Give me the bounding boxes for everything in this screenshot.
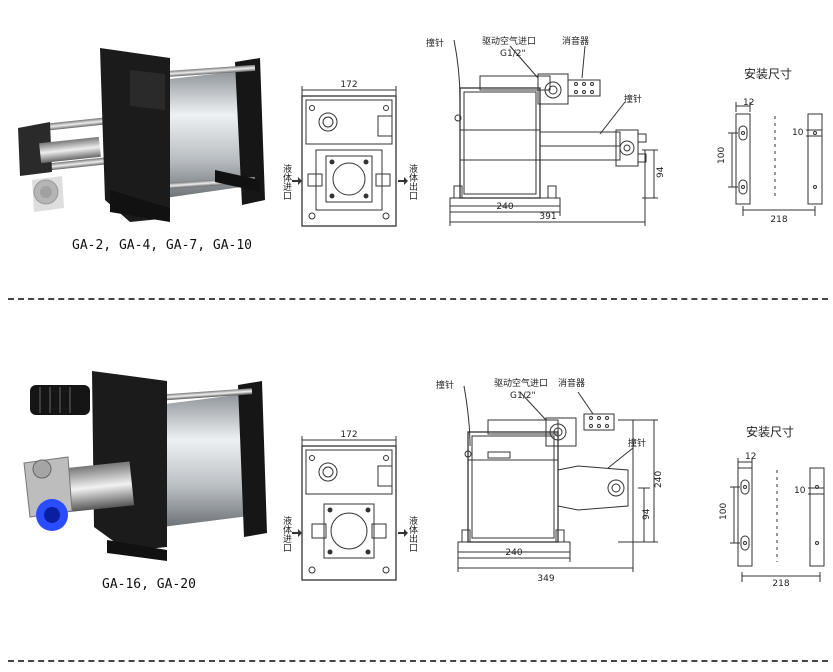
- air-inlet-label-2: 驱动空气进口: [494, 377, 548, 389]
- striker2-label: 撞针: [624, 93, 642, 105]
- pump-section-2: GA-16, GA-20 172 液体进口 液体: [0, 300, 833, 672]
- side-view-drawing: 撞针 驱动空气进口 G1/2" 消音器 撞针 94 240 391: [426, 35, 666, 226]
- section-divider: [8, 298, 828, 300]
- front-view-drawing: 172 液体进口 液体出口: [281, 80, 418, 227]
- pump-section-1: GA-2, GA-4, GA-7, GA-10: [0, 0, 833, 300]
- mounting-drawing-2: 安装尺寸 12 10 100 218: [719, 424, 825, 589]
- section-divider-bottom: [8, 660, 828, 662]
- liquid-inlet-label-2: 液体进口: [281, 515, 292, 552]
- mount-slot-dim: 10: [792, 128, 804, 138]
- mount-title: 安装尺寸: [744, 66, 792, 81]
- mount-width-dim-2: 218: [772, 579, 789, 589]
- total-length-dim-2: 349: [537, 574, 554, 584]
- base-dim: 240: [496, 202, 513, 212]
- striker-label-2: 撞针: [436, 379, 454, 391]
- mount-top-dim: 12: [743, 98, 754, 108]
- front-width-dim-2: 172: [340, 430, 357, 440]
- mount-top-dim-2: 12: [745, 452, 756, 462]
- liquid-inlet-label: 液体进口: [281, 163, 292, 200]
- muffler-label-2: 消音器: [558, 377, 585, 389]
- model-label: GA-2, GA-4, GA-7, GA-10: [72, 238, 253, 253]
- pump-photo-2: [23, 371, 267, 561]
- mount-slot-dim-2: 10: [794, 486, 806, 496]
- total-height-dim: 240: [654, 471, 664, 488]
- muffler-label: 消音器: [562, 35, 589, 47]
- striker-label: 撞针: [426, 37, 444, 49]
- mount-width-dim: 218: [770, 215, 787, 225]
- air-inlet-label: 驱动空气进口: [482, 35, 536, 47]
- total-length-dim: 391: [539, 212, 556, 222]
- mount-height-dim-2: 100: [719, 503, 729, 520]
- height-dim-2: 94: [642, 508, 652, 520]
- mount-title-2: 安装尺寸: [746, 424, 794, 439]
- model-label-2: GA-16, GA-20: [102, 577, 196, 592]
- liquid-outlet-label-2: 液体出口: [407, 515, 418, 552]
- striker2-label-2: 撞针: [628, 437, 646, 449]
- side-view-drawing-2: 撞针 驱动空气进口 G1/2" 消音器 撞针 240 94 240 349: [436, 377, 664, 584]
- height-dim: 94: [656, 166, 666, 178]
- pump-photo-1: [18, 48, 265, 222]
- liquid-outlet-label: 液体出口: [407, 163, 418, 200]
- mounting-drawing: 安装尺寸 12 10 100 218: [717, 66, 823, 225]
- air-inlet-size: G1/2": [500, 49, 526, 59]
- front-width-dim: 172: [340, 80, 357, 90]
- mount-height-dim: 100: [717, 147, 727, 164]
- base-dim-2: 240: [505, 548, 522, 558]
- front-view-drawing-2: 172 液体进口 液体出口: [281, 430, 418, 581]
- air-inlet-size-2: G1/2": [510, 391, 536, 401]
